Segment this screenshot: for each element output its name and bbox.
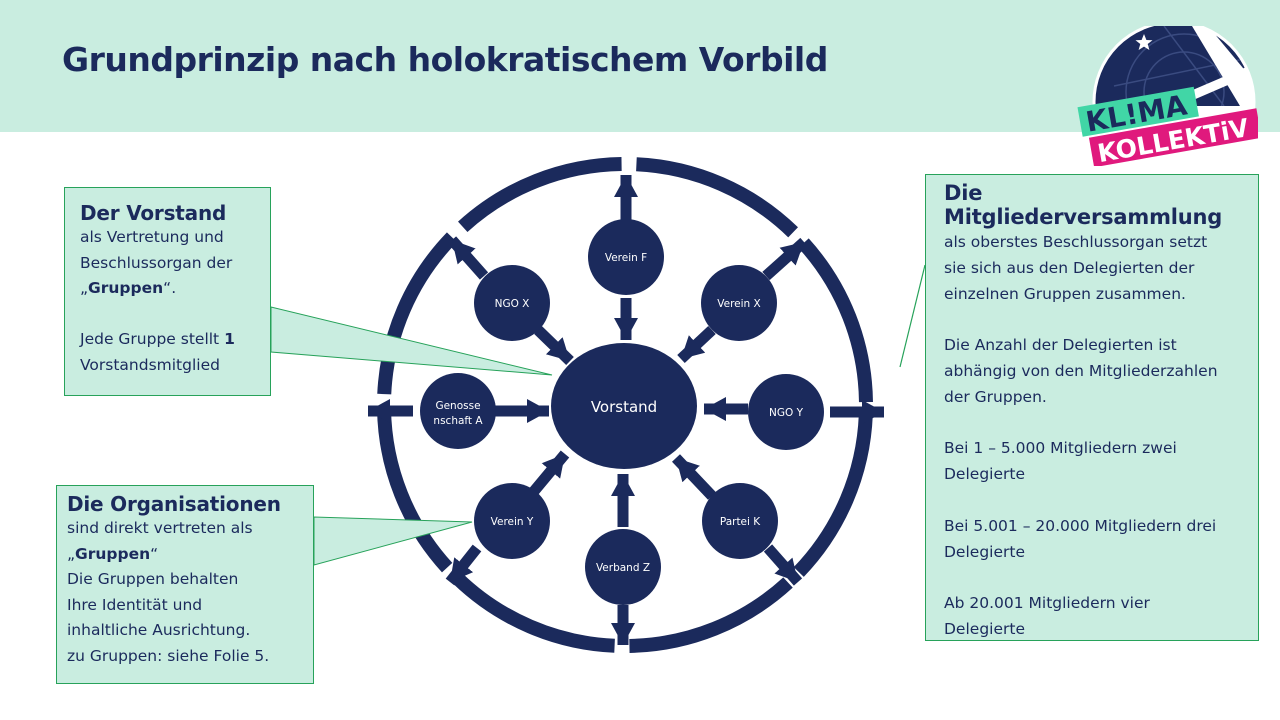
quote-open: „ — [67, 544, 76, 563]
slide-title: Grundprinzip nach holokratischem Vorbild — [62, 40, 828, 79]
star-icon — [1135, 34, 1153, 50]
callout-mitglieder-line: Bei 5.001 – 20.000 Mitgliedern drei — [944, 516, 1217, 535]
callout-mitglieder-heading: Die Mitgliederversammlung — [944, 181, 1223, 229]
callout-organisationen-line: Ihre Identität und — [67, 595, 203, 614]
callout-vorstand-line: Vorstandsmitglied — [80, 355, 220, 374]
label-ngo-y: NGO Y — [769, 407, 804, 419]
callout-organisationen-heading: Die Organisationen — [67, 492, 281, 516]
callout-vorstand-line: „Gruppen“. — [80, 276, 264, 302]
callout-vorstand-heading: Der Vorstand — [80, 201, 227, 225]
callout-organisationen: Die Organisationen sind direkt vertreten… — [56, 485, 314, 684]
node-genossenschaft-a — [420, 373, 496, 449]
spacer — [944, 411, 1252, 437]
callout-mitgliederversammlung: Die Mitgliederversammlung als oberstes B… — [925, 174, 1259, 641]
spacer — [80, 302, 264, 328]
callout-mitglieder-line: einzelnen Gruppen zusammen. — [944, 284, 1186, 303]
arrow-ngo-x-in — [534, 326, 574, 365]
label-vorstand: Vorstand — [591, 398, 657, 416]
callout-mitglieder-line: sie sich aus den Delegierten der — [944, 258, 1195, 277]
bold-gruppen: Gruppen — [88, 279, 164, 297]
label-verein-y: Verein Y — [491, 516, 534, 528]
node-verein-y — [474, 483, 550, 559]
callout-mitglieder-line: Delegierte — [944, 465, 1025, 484]
node-ngo-y — [748, 374, 824, 450]
callout-mitglieder-line: Bei 1 – 5.000 Mitgliedern zwei — [944, 439, 1177, 458]
callout-vorstand: Der Vorstand als Vertretung und Beschlus… — [64, 187, 271, 396]
bold-count: 1 — [224, 330, 235, 348]
callout-organisationen-line: sind direkt vertreten als — [67, 519, 253, 537]
callout-organisationen-line: zu Gruppen: siehe Folie 5. — [67, 646, 270, 665]
node-verein-x — [701, 265, 777, 341]
callout-organisationen-line: Die Gruppen behalten — [67, 570, 239, 588]
callout-mitglieder-line: Delegierte — [944, 542, 1025, 561]
callout-organisationen-line: „Gruppen“ — [67, 542, 307, 568]
spacer — [944, 307, 1252, 333]
callout-mitglieder-line: als oberstes Beschlussorgan setzt — [944, 233, 1208, 251]
callout-organisationen-line: inhaltliche Ausrichtung. — [67, 621, 251, 639]
callout-organisationen-pointer — [313, 516, 473, 566]
quote-close: “ — [150, 544, 159, 563]
callout-mitglieder-line: Ab 20.001 Mitgliedern vier — [944, 594, 1150, 613]
node-ngo-x — [474, 265, 550, 341]
arrow-verein-y-out — [445, 544, 482, 586]
arrow-ngo-x-out — [447, 236, 489, 280]
callout-vorstand-line: Beschlussorgan der — [80, 253, 233, 272]
label-partei-k: Partei K — [720, 516, 761, 528]
arrow-verein-x-out — [762, 237, 808, 281]
spacer — [944, 488, 1252, 514]
node-partei-k — [702, 483, 778, 559]
text-segment: Jede Gruppe stellt — [80, 330, 225, 348]
callout-vorstand-line: als Vertretung und — [80, 228, 224, 246]
klima-kollektiv-logo: KL!MA KOLLEKTiV — [1077, 26, 1258, 166]
label-verein-f: Verein F — [605, 252, 647, 264]
arrow-verein-x-in — [677, 325, 716, 364]
callout-mitglieder-line: Die Anzahl der Delegierten ist — [944, 336, 1177, 355]
node-verein-f — [588, 219, 664, 295]
label-ngo-x: NGO X — [495, 298, 530, 310]
callout-vorstand-line: Jede Gruppe stellt 1 — [80, 327, 264, 353]
label-genossenschaft-a-line1: Genosse — [435, 400, 480, 412]
spacer — [944, 565, 1252, 591]
label-verband-z: Verband Z — [596, 562, 650, 574]
callout-mitglieder-line: Delegierte — [944, 619, 1025, 638]
arrow-partei-k-out — [763, 544, 803, 586]
label-verein-x: Verein X — [717, 298, 760, 310]
callout-mitglieder-line: abhängig von den Mitgliederzahlen — [944, 361, 1218, 380]
callout-mitglieder-pointer — [899, 264, 926, 368]
header-band — [0, 0, 1280, 132]
arrow-partei-k-in — [672, 454, 716, 500]
label-genossenschaft-a-line2: nschaft A — [433, 415, 483, 427]
bold-gruppen: Gruppen — [75, 544, 151, 563]
callout-vorstand-pointer — [270, 306, 553, 376]
arrow-verein-y-in — [525, 450, 570, 500]
node-vorstand — [551, 343, 697, 469]
callout-mitglieder-line: der Gruppen. — [944, 387, 1047, 406]
quote-close: “. — [163, 279, 177, 297]
quote-open: „ — [80, 279, 89, 297]
node-verband-z — [585, 529, 661, 605]
